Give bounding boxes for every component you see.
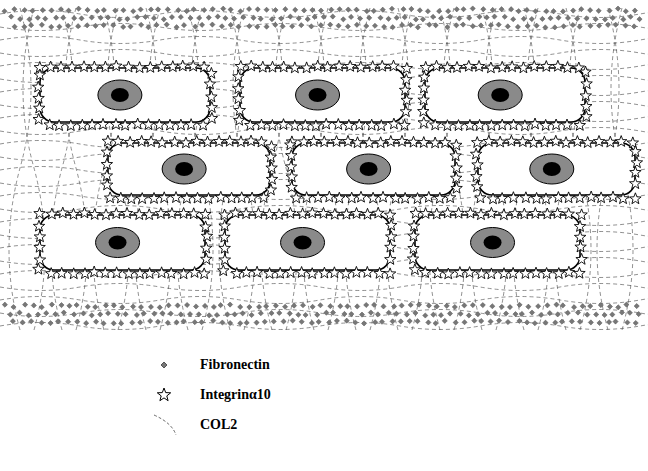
legend-label: Fibronectin: [200, 357, 270, 373]
integrin-stars: [218, 207, 397, 279]
integrin-stars: [407, 207, 587, 279]
chondrocyte: [233, 60, 413, 131]
fibronectin-band: [2, 6, 642, 326]
legend-label: COL2: [200, 417, 237, 433]
legend-samples: [154, 362, 176, 435]
chondrocyte: [285, 135, 463, 203]
legend-entry: Integrinα10: [200, 380, 271, 410]
integrin-stars: [418, 60, 593, 131]
chondrocyte: [470, 135, 642, 204]
integrin-stars: [233, 60, 413, 131]
integrin-stars: [285, 135, 463, 203]
col2-sample: [154, 415, 176, 435]
integrin-stars: [33, 60, 218, 131]
integrin-stars: [470, 135, 642, 204]
chondrocytes: [33, 60, 643, 279]
chondrocyte: [407, 207, 587, 279]
integrin-stars: [33, 207, 213, 279]
chondrocyte: [218, 207, 397, 279]
chondrocyte: [418, 60, 593, 131]
chondrocyte: [101, 135, 278, 204]
col2-fibres: [0, 8, 648, 330]
legend-label: Integrinα10: [200, 387, 271, 403]
integrin-stars: [101, 135, 278, 204]
fibronectin-sample: [161, 362, 167, 368]
chondrocyte: [33, 60, 218, 131]
chondrocyte: [33, 207, 213, 279]
legend-entry: Fibronectin: [200, 350, 271, 380]
legend: FibronectinIntegrinα10COL2: [200, 350, 271, 440]
integrin-sample: [157, 388, 170, 401]
legend-entry: COL2: [200, 410, 271, 440]
